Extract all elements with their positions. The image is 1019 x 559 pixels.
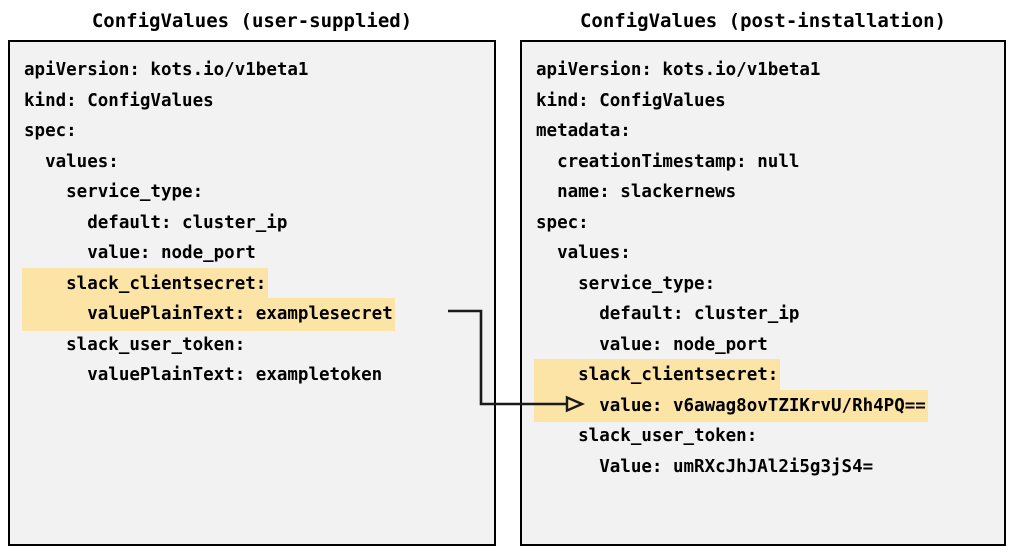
code-line-text: default: cluster_ip [536,304,800,324]
right-config-box: apiVersion: kots.io/v1beta1 kind: ConfigV… [520,40,1006,546]
code-line: slack_clientsecret: [10,267,494,300]
code-line-text: spec: [536,212,589,233]
code-line-text: values: [536,243,631,263]
code-line: value: v6awag8ovTZIKrvU/Rh4PQ== [522,389,1004,422]
code-line-text: default: cluster_ip [24,212,288,233]
code-line: creationTimestamp: null [522,146,1004,177]
code-line: valuePlainText: exampletoken [10,359,494,390]
code-line-text: name: slackernews [536,182,737,202]
code-line-text: values: [24,151,119,172]
code-line-text: service_type: [24,182,204,202]
code-line: apiVersion: kots.io/v1beta1 [522,54,1004,85]
code-line: default: cluster_ip [522,298,1004,329]
right-code-lines: apiVersion: kots.io/v1beta1 kind: ConfigV… [522,42,1004,544]
code-line: value: node_port [522,329,1004,360]
left-code-lines: apiVersion: kots.io/v1beta1 kind: ConfigV… [10,42,494,544]
code-line-text: slack_user_token: [24,334,246,355]
code-line: values: [522,237,1004,268]
code-line: slack_user_token: [522,420,1004,451]
code-line-text: value: node_port [536,334,768,355]
code-line: kind: ConfigValues [522,85,1004,116]
left-config-box: apiVersion: kots.io/v1beta1 kind: ConfigV… [8,40,496,546]
code-line-text: valuePlainText: exampletoken [24,365,383,385]
code-line: spec: [10,115,494,146]
code-line: service_type: [10,176,494,207]
code-line: values: [10,146,494,177]
left-panel-title: ConfigValues (user-supplied) [91,10,413,32]
code-line: spec: [522,207,1004,238]
code-line: apiVersion: kots.io/v1beta1 [10,54,494,85]
code-line: kind: ConfigValues [10,85,494,116]
code-line: name: slackernews [522,176,1004,207]
code-line-text: value: v6awag8ovTZIKrvU/Rh4PQ== [534,389,928,422]
code-line-text: valuePlainText: examplesecret [22,298,395,331]
code-line-text: kind: ConfigValues [536,90,726,111]
code-line-text: value: node_port [24,243,256,263]
code-line-text: creationTimestamp: null [536,151,800,172]
code-line-text: slack_user_token: [536,426,758,446]
code-line-text: spec: [24,121,77,141]
code-line: slack_user_token: [10,329,494,360]
code-line: value: node_port [10,237,494,268]
code-line-text: apiVersion: kots.io/v1beta1 [536,60,821,80]
code-line-text: Value: umRXcJhJAl2i5g3jS4= [536,456,874,477]
code-line-text: slack_clientsecret: [534,359,781,392]
code-line: Value: umRXcJhJAl2i5g3jS4= [522,451,1004,482]
code-line: valuePlainText: examplesecret [10,298,494,331]
code-line-text: slack_clientsecret: [22,267,269,300]
code-line: metadata: [522,115,1004,146]
code-line-text: metadata: [536,121,631,141]
code-line-text: kind: ConfigValues [24,90,214,111]
code-line: default: cluster_ip [10,207,494,238]
code-line-text: service_type: [536,273,716,294]
code-line-text: apiVersion: kots.io/v1beta1 [24,60,309,80]
right-panel-title: ConfigValues (post-installation) [579,10,947,32]
code-line: service_type: [522,268,1004,299]
code-line: slack_clientsecret: [522,359,1004,392]
